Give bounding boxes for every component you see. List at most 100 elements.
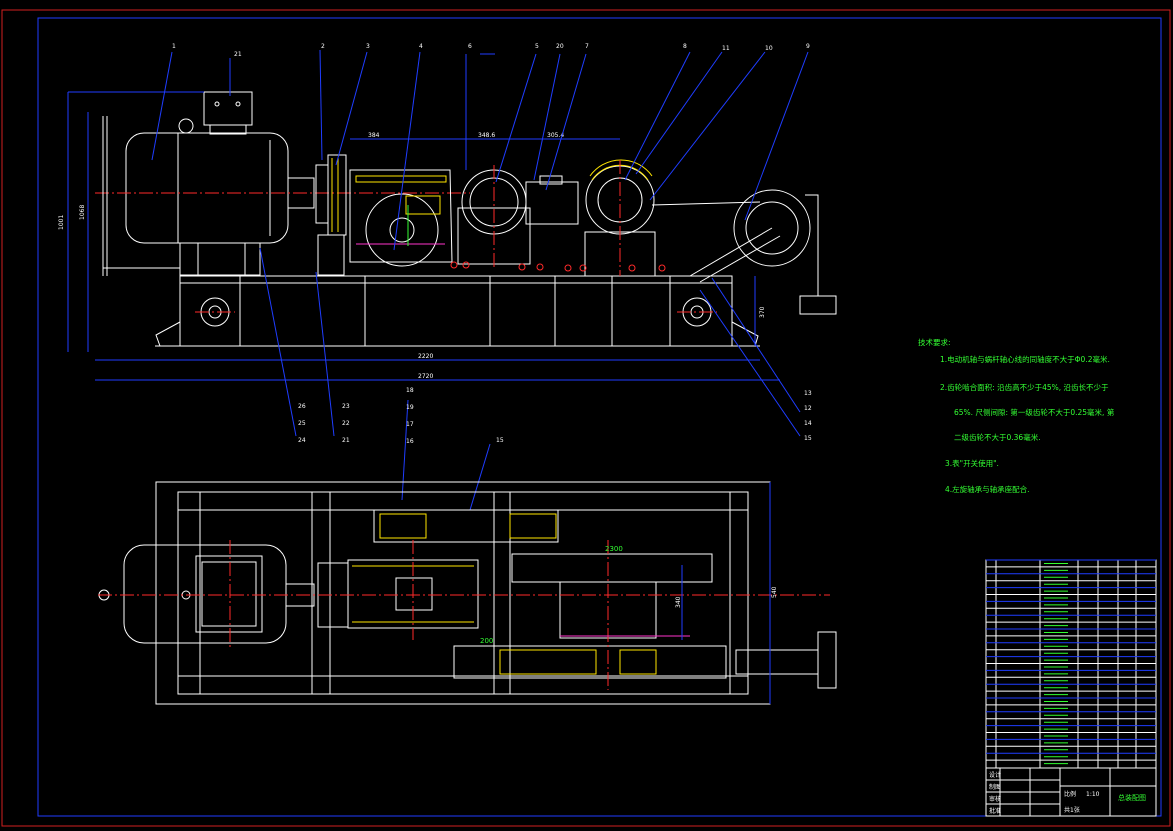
tb-label: 设计 [989, 771, 1001, 779]
note-item: 3.表"开关使用". [945, 458, 999, 468]
parts-list [985, 559, 1157, 769]
motor-feet [179, 242, 261, 276]
balloon: 25 [298, 420, 306, 427]
bolt [518, 263, 526, 271]
balloon: 24 [298, 437, 306, 444]
brake-disc [327, 154, 347, 236]
rope [651, 201, 761, 206]
balloon: 19 [406, 404, 414, 411]
dim-label: 2300 [605, 545, 623, 553]
reducer-hatch [355, 175, 447, 183]
sheave-bracket [805, 194, 819, 296]
balloon: 12 [804, 405, 812, 412]
balloon: 10 [765, 45, 773, 52]
leader [151, 51, 173, 161]
shaft-cover [539, 175, 563, 185]
dim-label: 2220 [418, 353, 433, 360]
sheave-wheel-inner [745, 201, 799, 255]
plan-bearing-top-left [379, 513, 427, 539]
leader [469, 443, 491, 511]
balloon-labels: 1 21 2 3 4 6 5 20 7 8 11 10 9 26 25 24 2… [172, 43, 812, 445]
leader [635, 51, 723, 175]
base-frame [179, 275, 733, 347]
balloon: 22 [342, 420, 350, 427]
plan-outer-frame [155, 481, 771, 705]
coupling [315, 164, 329, 224]
motor-lifting-eye-icon [178, 118, 194, 134]
dim-label: 305.4 [547, 132, 564, 139]
balloon: 18 [406, 387, 414, 394]
plan-bearing-bottom-hatch2 [619, 649, 657, 675]
terminal-bolt [235, 101, 241, 107]
tb-label: 审核 [989, 795, 1001, 803]
notes-title: 技术要求: [918, 337, 951, 347]
sheave-wheel [733, 189, 811, 267]
balloon: 11 [722, 45, 730, 52]
sheave-arm [699, 235, 781, 283]
dim-label: 348.6 [478, 132, 495, 139]
bolt [462, 261, 470, 269]
technical-notes: 技术要求: 1.电动机轴与蜗杆轴心线的同轴度不大于Φ0.2毫米. 2.齿轮啮合面… [918, 337, 1115, 494]
reducer-housing [349, 169, 453, 263]
plan-inner-frame [177, 491, 749, 695]
connecting-shaft [525, 181, 579, 225]
dim-label: 200 [480, 637, 493, 645]
bolt [658, 264, 666, 272]
balloon: 13 [804, 390, 812, 397]
plan-reducer-cover [395, 577, 433, 611]
worm-wheel [365, 193, 439, 267]
balloon: 2 [321, 43, 325, 50]
title-block: 设计 制图 审核 批准 比例 1:10 共1张 总装配图 [985, 767, 1157, 817]
leader [495, 53, 537, 183]
motor-terminal-base [209, 124, 247, 135]
leader [259, 247, 297, 437]
note-item: 二级齿轮不大于0.36毫米. [954, 432, 1041, 442]
balloon: 4 [419, 43, 423, 50]
front-view [95, 91, 837, 347]
motor-terminal-box [203, 91, 253, 126]
tb-label: 制图 [989, 783, 1001, 791]
balloon: 7 [585, 43, 589, 50]
dim-label: 370 [759, 306, 766, 318]
terminal-bolt [214, 101, 220, 107]
tb-label: 批准 [989, 807, 1001, 815]
leader [699, 289, 801, 437]
leader [401, 399, 409, 501]
sheave-arm [689, 227, 773, 277]
leader [335, 51, 368, 166]
balloon: 21 [342, 437, 350, 444]
leader [744, 51, 809, 221]
drawing-name: 总装配图 [1118, 793, 1146, 802]
counterweight [799, 295, 837, 315]
leader [319, 49, 323, 161]
bolt [536, 263, 544, 271]
balloon: 1 [172, 43, 176, 50]
drum-hatch [589, 159, 653, 177]
plan-bearing-top [373, 509, 559, 543]
note-item: 1.电动机轴与蜗杆轴心线的同轴度不大于Φ0.2毫米. [940, 354, 1110, 364]
dim-label: 540 [771, 586, 778, 598]
dim-label: 384 [368, 132, 380, 139]
bolt [450, 261, 458, 269]
sheet-border [1, 9, 1171, 827]
plan-bearing-bottom [453, 645, 727, 679]
bolt [628, 264, 636, 272]
dim-label: 1068 [79, 205, 86, 220]
note-item: 65%. 尺侧间隙: 第一级齿轮不大于0.25毫米, 第 [954, 407, 1115, 417]
leader [545, 53, 587, 191]
tb-sheet: 共1张 [1064, 806, 1080, 814]
balloon: 14 [804, 420, 812, 427]
balloon: 3 [366, 43, 370, 50]
dim-label: 2720 [418, 373, 433, 380]
worm-wheel-hub [389, 217, 415, 243]
dim-label: 340 [675, 596, 682, 608]
front-dimensions: 384 348.6 305.4 1001 1068 2220 2720 370 [58, 91, 780, 381]
leader [711, 277, 801, 413]
note-item: 2.齿轮啮合面积: 沿齿高不少于45%, 沿齿长不少于 [940, 382, 1109, 392]
plan-view: 540 340 2300 200 [98, 481, 837, 705]
balloon: 6 [468, 43, 472, 50]
base-foot-left [155, 321, 181, 347]
drawing-frame [37, 17, 1162, 817]
plan-terminal-inner [201, 561, 257, 627]
tb-scale-label: 比例 [1064, 790, 1076, 798]
